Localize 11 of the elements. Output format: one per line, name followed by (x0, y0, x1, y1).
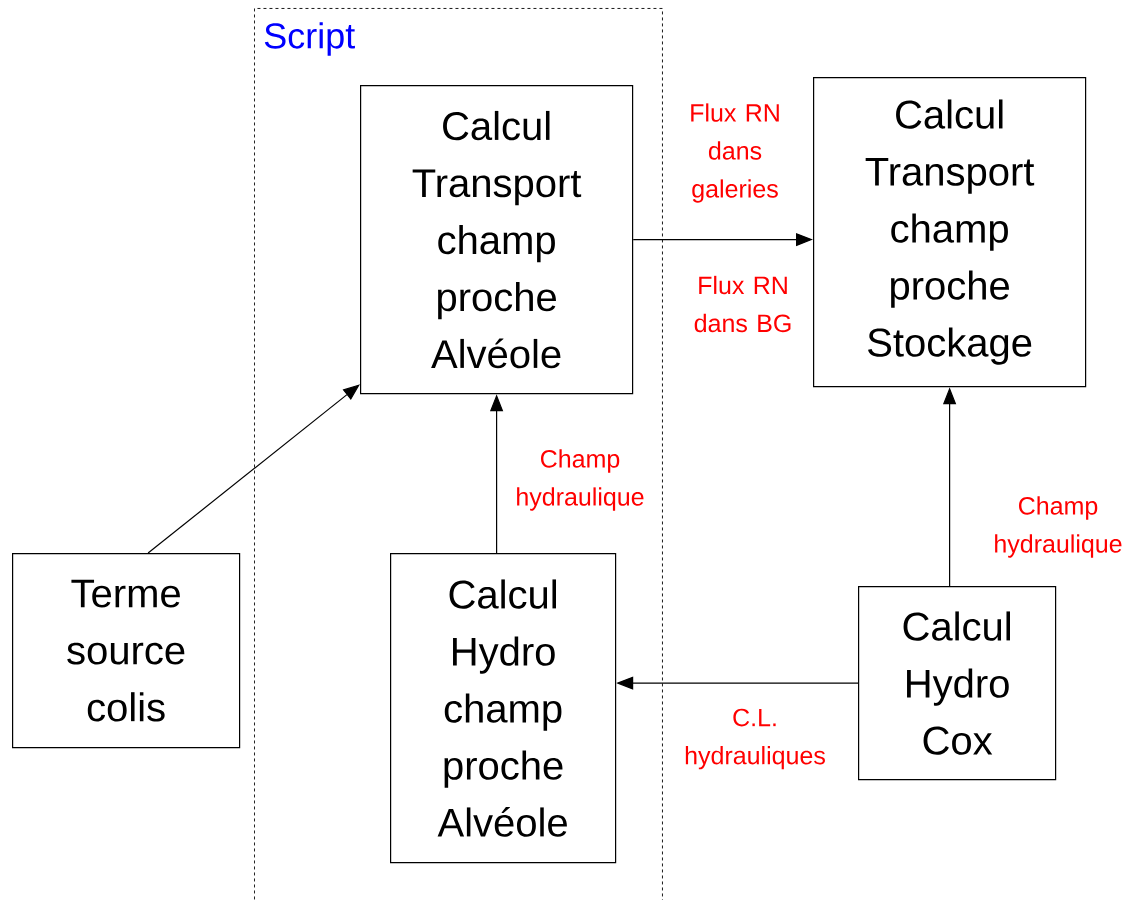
edge-label: C.L. hydrauliques (685, 708, 825, 770)
process-box: Calcul Hydro champ proche Alvéole (390, 553, 617, 864)
edge-label: Flux RN dans galeries (691, 103, 779, 203)
arrow (147, 384, 360, 554)
process-box: Calcul Transport champ proche Stockage (813, 77, 1087, 388)
edge-label: Champ hydraulique (517, 449, 644, 511)
process-box: Calcul Transport champ proche Alvéole (360, 85, 634, 395)
process-box: Calcul Hydro Cox (858, 586, 1057, 781)
process-box: Terme source colis (12, 553, 241, 749)
flow-label: Flux RN dans BG (694, 275, 791, 333)
edge-label: Champ hydraulique (995, 496, 1122, 558)
